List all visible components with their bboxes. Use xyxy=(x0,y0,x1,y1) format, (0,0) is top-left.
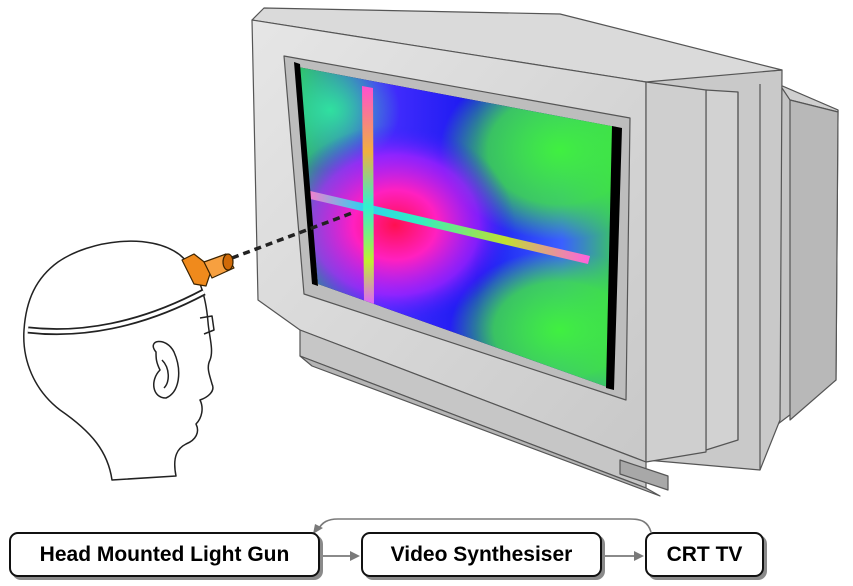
arrow-gun-to-synth xyxy=(321,551,360,561)
crosshair-vertical-line xyxy=(362,86,374,305)
feedback-arrow xyxy=(313,518,652,534)
node-label: Head Mounted Light Gun xyxy=(39,542,290,566)
node-label: CRT TV xyxy=(666,542,743,566)
node-head-mounted-light-gun: Head Mounted Light Gun xyxy=(9,532,320,577)
crosshair-horizontal-line xyxy=(306,190,590,264)
node-video-synthesiser: Video Synthesiser xyxy=(361,532,602,577)
light-beam xyxy=(231,211,353,260)
node-crt-tv: CRT TV xyxy=(645,532,764,577)
head-with-headband-icon xyxy=(23,240,215,481)
node-label: Video Synthesiser xyxy=(390,542,573,566)
orange-light-gun-icon xyxy=(181,253,235,287)
arrow-synth-to-crt xyxy=(603,551,644,561)
